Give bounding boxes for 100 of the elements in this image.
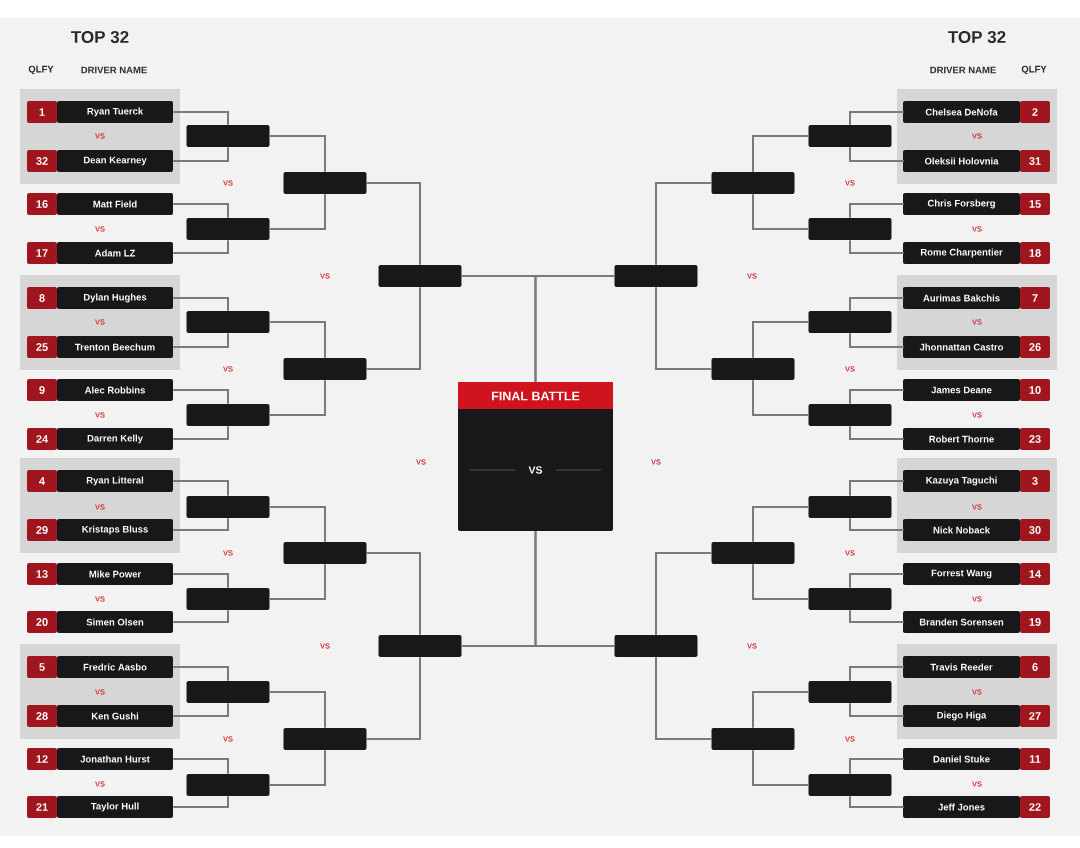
bracket-line xyxy=(172,425,229,440)
seed-badge: 3 xyxy=(1020,470,1050,492)
seed-badge: 20 xyxy=(27,611,57,633)
bracket-line xyxy=(365,286,421,370)
match-slot xyxy=(614,265,698,287)
bracket-line xyxy=(849,111,905,126)
name-bar: Mike Power xyxy=(57,563,173,585)
seed-badge: 22 xyxy=(1020,796,1050,818)
match-slot xyxy=(186,218,270,240)
seed-badge: 7 xyxy=(1020,287,1050,309)
seed-badge: 24 xyxy=(27,428,57,450)
bracket-line xyxy=(268,563,326,600)
name-bar: Fredric Aasbo xyxy=(57,656,173,678)
name-bar: Robert Thorne xyxy=(903,428,1020,450)
name-bar: Trenton Beechum xyxy=(57,336,173,358)
bracket-line xyxy=(752,506,810,543)
name-bar: Ryan Tuerck xyxy=(57,101,173,123)
column-heading: QLFY xyxy=(1021,65,1047,75)
bracket-line xyxy=(849,389,905,405)
match-slot xyxy=(711,172,795,194)
bracket-line xyxy=(849,297,905,312)
seed-badge: 15 xyxy=(1020,193,1050,215)
bracket-line xyxy=(655,552,713,636)
name-bar: Diego Higa xyxy=(903,705,1020,727)
match-slot xyxy=(808,496,892,518)
bracket-line xyxy=(268,749,326,786)
seed-badge: 32 xyxy=(27,150,57,172)
bracket-line xyxy=(849,573,905,589)
column-heading: TOP 32 xyxy=(71,30,129,44)
bracket-line xyxy=(172,480,229,497)
bracket-line xyxy=(365,656,421,740)
bracket-line xyxy=(849,332,905,348)
seed-badge: 11 xyxy=(1020,748,1050,770)
bracket-line xyxy=(268,193,326,230)
match-slot xyxy=(283,172,367,194)
seed-badge: 26 xyxy=(1020,336,1050,358)
bracket-line xyxy=(268,691,326,729)
name-bar: Chris Forsberg xyxy=(903,193,1020,215)
seed-badge: 16 xyxy=(27,193,57,215)
bracket-line xyxy=(752,193,810,230)
seed-badge: 17 xyxy=(27,242,57,264)
seed-badge: 2 xyxy=(1020,101,1050,123)
match-slot xyxy=(186,125,270,147)
bracket-line xyxy=(655,656,713,740)
bracket-line xyxy=(172,609,229,623)
seed-badge: 1 xyxy=(27,101,57,123)
bracket-line xyxy=(752,379,810,416)
seed-badge: 31 xyxy=(1020,150,1050,172)
bracket-line xyxy=(655,286,713,370)
bracket-line xyxy=(268,321,326,359)
name-bar: Matt Field xyxy=(57,193,173,215)
bracket-line xyxy=(849,666,905,682)
bracket-line xyxy=(172,239,229,254)
name-bar: Rome Charpentier xyxy=(903,242,1020,264)
bracket-line xyxy=(849,239,905,254)
seed-badge: 14 xyxy=(1020,563,1050,585)
seed-badge: 29 xyxy=(27,519,57,541)
bracket-line xyxy=(752,563,810,600)
bracket-line xyxy=(752,749,810,786)
seed-badge: 12 xyxy=(27,748,57,770)
match-slot xyxy=(711,728,795,750)
bracket-line xyxy=(172,332,229,348)
name-bar: James Deane xyxy=(903,379,1020,401)
column-heading: TOP 32 xyxy=(948,30,1006,44)
name-bar: Ryan Litteral xyxy=(57,470,173,492)
bracket-line xyxy=(172,203,229,219)
seed-badge: 30 xyxy=(1020,519,1050,541)
match-slot xyxy=(808,588,892,610)
name-bar: Oleksii Holovnia xyxy=(903,150,1020,172)
match-slot xyxy=(378,265,462,287)
match-slot xyxy=(808,218,892,240)
bracket-line xyxy=(172,146,229,162)
seed-badge: 5 xyxy=(27,656,57,678)
bracket-line xyxy=(172,758,229,775)
seed-badge: 9 xyxy=(27,379,57,401)
seed-badge: 23 xyxy=(1020,428,1050,450)
bracket-line xyxy=(172,517,229,531)
bracket-line xyxy=(365,552,421,636)
seed-badge: 10 xyxy=(1020,379,1050,401)
match-slot xyxy=(283,728,367,750)
name-bar: Branden Sorensen xyxy=(903,611,1020,633)
bracket-line xyxy=(172,389,229,405)
bracket-line xyxy=(849,146,905,162)
name-bar: Forrest Wang xyxy=(903,563,1020,585)
name-bar: Dean Kearney xyxy=(57,150,173,172)
bracket-line xyxy=(365,182,421,266)
seed-badge: 8 xyxy=(27,287,57,309)
name-bar: Jeff Jones xyxy=(903,796,1020,818)
name-bar: Aurimas Bakchis xyxy=(903,287,1020,309)
bracket-line xyxy=(849,480,905,497)
name-bar: Jhonnattan Castro xyxy=(903,336,1020,358)
match-slot xyxy=(186,774,270,796)
bracket-line xyxy=(849,758,905,775)
name-bar: Travis Reeder xyxy=(903,656,1020,678)
seed-badge: 21 xyxy=(27,796,57,818)
match-slot xyxy=(808,125,892,147)
match-slot xyxy=(711,358,795,380)
bracket-line xyxy=(534,275,616,383)
seed-badge: 25 xyxy=(27,336,57,358)
bracket-line xyxy=(849,203,905,219)
